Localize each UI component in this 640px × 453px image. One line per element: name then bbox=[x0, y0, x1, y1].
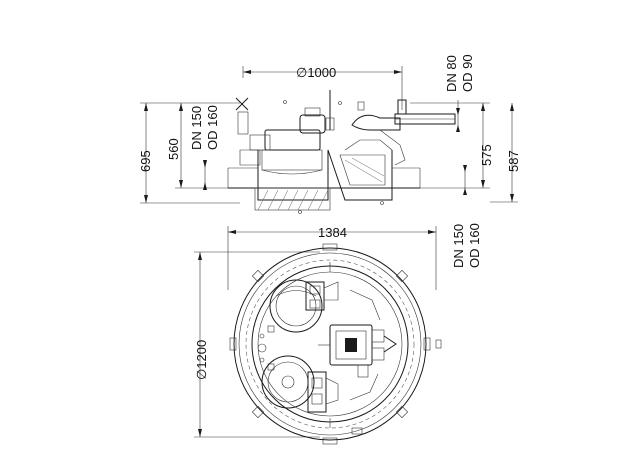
dim-height-right-outer-label: 587 bbox=[506, 150, 521, 172]
dim-height-left-outer-label: 695 bbox=[138, 150, 153, 172]
dim-pipe-plan-od-label: OD 160 bbox=[467, 223, 482, 268]
tank-body-elevation bbox=[227, 90, 456, 214]
upper-chamber bbox=[269, 279, 339, 333]
dimension-diameter-top: ∅1000 bbox=[242, 65, 403, 110]
dim-pipe-top-dn-label: DN 80 bbox=[444, 55, 459, 92]
lower-chamber bbox=[261, 355, 339, 413]
dim-diameter-plan-label: ∅1200 bbox=[194, 340, 209, 380]
dim-pipe-left-dn-label: DN 150 bbox=[189, 106, 204, 150]
dimension-width-plan: 1384 bbox=[227, 225, 437, 290]
dim-diameter-top-label: ∅1000 bbox=[296, 65, 336, 80]
dimension-height-right: 575 587 bbox=[410, 102, 521, 203]
dim-height-right-inner-label: 575 bbox=[479, 144, 494, 166]
dim-width-plan-label: 1384 bbox=[318, 225, 347, 240]
side-elevation-view: ∅1000 DN 80 OD 90 DN 150 OD 160 695 560 bbox=[138, 54, 521, 214]
dim-height-left-inner-label: 560 bbox=[166, 138, 181, 160]
rim-tabs bbox=[229, 243, 442, 445]
dim-pipe-left-od-label: OD 160 bbox=[205, 105, 220, 150]
pump-assembly bbox=[318, 324, 397, 378]
dim-pipe-plan-dn-label: DN 150 bbox=[451, 224, 466, 268]
plan-view: 1384 DN 150 OD 160 ∅1200 bbox=[194, 223, 482, 445]
dim-pipe-top-od-label: OD 90 bbox=[460, 54, 475, 92]
dimension-diameter-plan: ∅1200 bbox=[194, 251, 320, 438]
